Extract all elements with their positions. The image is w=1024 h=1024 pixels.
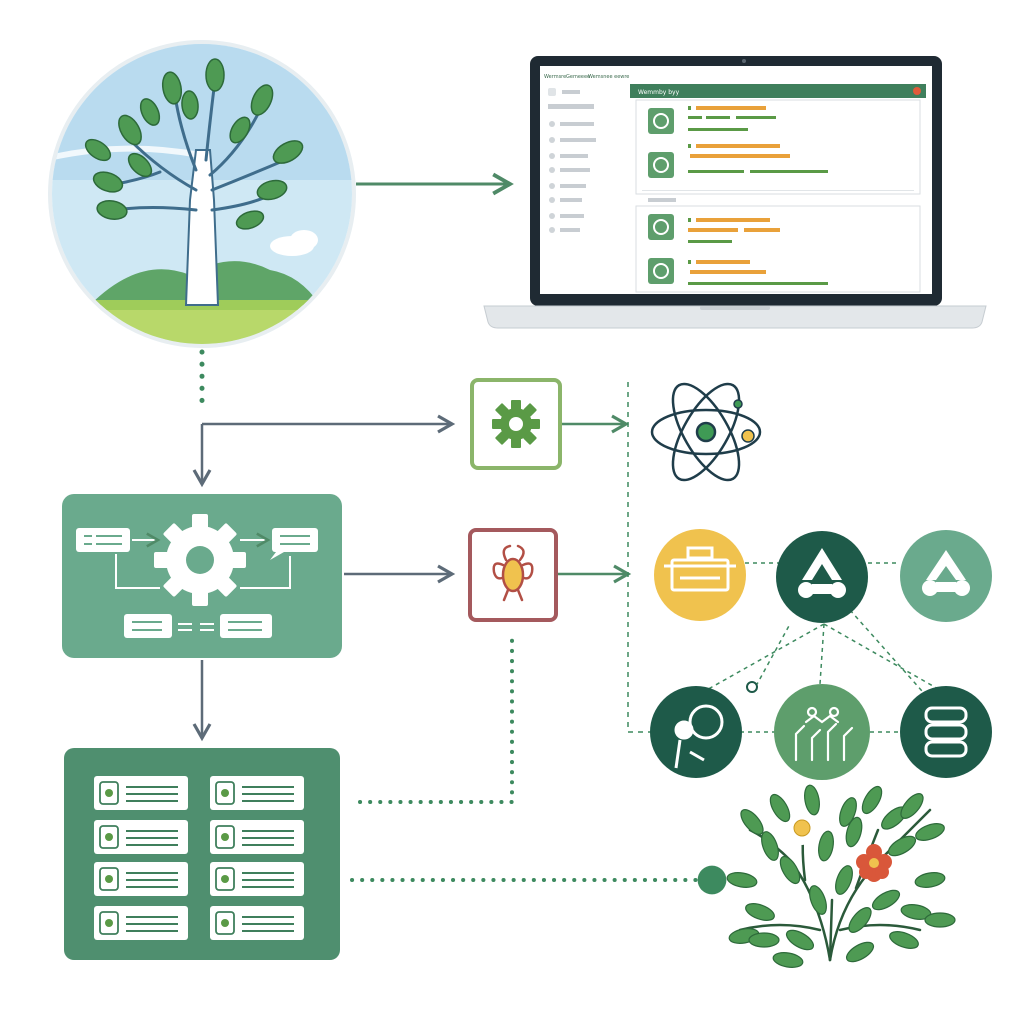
sidebar-item[interactable] bbox=[549, 121, 594, 127]
gear-box[interactable] bbox=[470, 378, 562, 470]
menu-item[interactable]: Gemeeee bbox=[566, 74, 590, 80]
storage-box-node[interactable] bbox=[654, 529, 746, 621]
jar-icon bbox=[215, 867, 235, 891]
connector-catalog-to-microbe bbox=[358, 638, 514, 804]
jar-icon bbox=[99, 781, 119, 805]
microscope-icon bbox=[674, 704, 724, 769]
result-document-icon bbox=[124, 614, 272, 638]
leaf bbox=[761, 831, 779, 861]
network-links bbox=[695, 562, 941, 733]
gear-icon bbox=[492, 400, 540, 448]
sidebar-item[interactable] bbox=[549, 167, 590, 173]
output-document-icon bbox=[270, 528, 318, 560]
recycle-icon bbox=[653, 263, 669, 279]
network-node-small bbox=[746, 681, 758, 693]
recycle-icon bbox=[922, 550, 970, 596]
leaf bbox=[748, 932, 780, 948]
jar-icon bbox=[99, 911, 119, 935]
growth-node[interactable] bbox=[774, 684, 870, 780]
microbe-box[interactable] bbox=[468, 528, 558, 622]
leaf bbox=[772, 952, 804, 968]
flower-red bbox=[856, 844, 892, 882]
input-document-icon bbox=[76, 528, 130, 552]
jar-icon bbox=[99, 825, 119, 849]
jar-icon bbox=[215, 825, 235, 849]
content-header-title: Wemmby byy bbox=[638, 89, 680, 96]
database-node[interactable] bbox=[900, 686, 992, 778]
catalog-card[interactable] bbox=[210, 776, 304, 810]
flower-yellow bbox=[785, 811, 819, 845]
recycle-icon bbox=[798, 548, 846, 598]
catalog-card[interactable] bbox=[210, 906, 304, 940]
menu-item[interactable]: Wermsre bbox=[544, 74, 566, 80]
sidebar-item[interactable] bbox=[549, 153, 588, 159]
laptop: Wermsre Gemeeee Wemsnee eewre Wemmby byy bbox=[483, 56, 987, 329]
recycle-icon bbox=[653, 113, 669, 129]
tree-illustration-icon bbox=[48, 40, 356, 348]
laptop-top-menu: Wermsre Gemeeee Wemsnee eewre bbox=[544, 74, 629, 80]
leaf bbox=[848, 907, 872, 933]
leaf bbox=[818, 830, 834, 862]
catalog-card[interactable] bbox=[94, 862, 188, 896]
alert-icon[interactable] bbox=[913, 87, 921, 95]
catalog-card[interactable] bbox=[210, 820, 304, 854]
leaf bbox=[835, 865, 853, 895]
growth-chart-icon bbox=[794, 706, 854, 762]
leaf bbox=[871, 889, 901, 911]
leaf bbox=[726, 872, 758, 888]
content-header bbox=[630, 84, 926, 98]
leaf bbox=[889, 931, 919, 949]
sidebar-item[interactable] bbox=[549, 213, 584, 219]
leaf bbox=[845, 941, 875, 963]
research-node[interactable] bbox=[650, 686, 742, 778]
gear-icon bbox=[154, 514, 246, 606]
recycle-icon bbox=[653, 219, 669, 235]
process-panel bbox=[62, 494, 342, 658]
sidebar-item[interactable] bbox=[549, 197, 582, 203]
jar-icon bbox=[99, 867, 119, 891]
sidebar-item[interactable] bbox=[549, 227, 580, 233]
recycle-node-dark[interactable] bbox=[776, 531, 868, 623]
leaf bbox=[769, 793, 791, 823]
leaf bbox=[887, 835, 917, 857]
sidebar-item[interactable] bbox=[549, 137, 596, 143]
sidebar-icon[interactable] bbox=[548, 88, 556, 96]
leaf bbox=[914, 872, 946, 888]
sidebar-item[interactable] bbox=[549, 183, 586, 189]
leaf bbox=[845, 816, 863, 848]
flowering-plant-icon bbox=[726, 784, 956, 968]
atom-icon bbox=[650, 382, 762, 482]
content-card[interactable] bbox=[635, 205, 921, 293]
leaf bbox=[740, 809, 764, 835]
leaf bbox=[809, 885, 827, 915]
leaf bbox=[839, 797, 857, 827]
microbe-icon bbox=[492, 544, 534, 602]
catalog-card[interactable] bbox=[94, 776, 188, 810]
leaf bbox=[779, 855, 801, 885]
leaf bbox=[915, 823, 945, 841]
leaf bbox=[745, 903, 775, 921]
catalog-card[interactable] bbox=[94, 820, 188, 854]
content-card[interactable] bbox=[635, 99, 921, 195]
leaf bbox=[924, 912, 956, 928]
leaf bbox=[900, 793, 924, 819]
laptop-sidebar bbox=[548, 88, 596, 233]
storage-box-icon bbox=[664, 546, 736, 592]
leaf bbox=[861, 785, 883, 815]
leaf bbox=[785, 929, 815, 951]
jar-icon bbox=[215, 911, 235, 935]
catalog-card[interactable] bbox=[210, 862, 304, 896]
catalog-panel bbox=[64, 748, 340, 960]
database-icon bbox=[924, 706, 968, 758]
menu-item[interactable]: Wemsnee eewre bbox=[588, 74, 629, 80]
leaf bbox=[804, 784, 820, 816]
catalog-card[interactable] bbox=[94, 906, 188, 940]
recycle-node-light[interactable] bbox=[900, 530, 992, 622]
jar-icon bbox=[215, 781, 235, 805]
recycle-icon bbox=[653, 157, 669, 173]
